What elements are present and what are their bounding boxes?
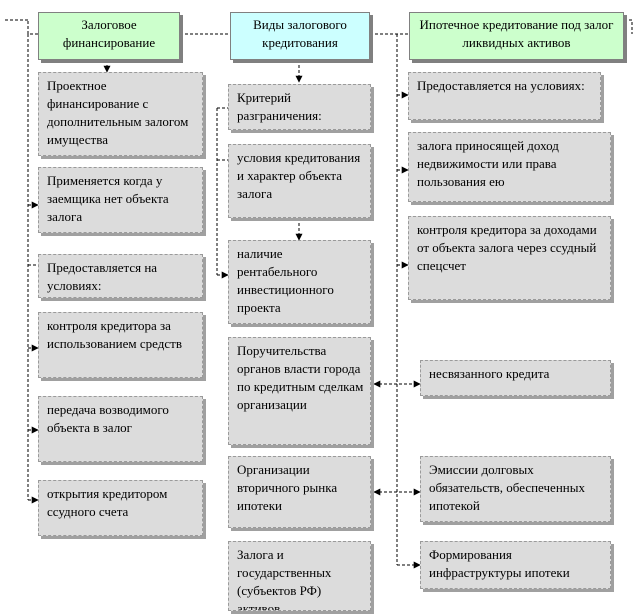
right-item-unbound-credit: несвязанного кредита — [420, 360, 611, 396]
right-item-income-property: залога приносящей доход недвижимости или… — [408, 132, 611, 202]
left-item-conditions: Предоставляется на условиях: — [38, 254, 203, 298]
header-mortgage-liquid-assets-label: Ипотечное кредитование под залог ликвидн… — [419, 17, 614, 50]
center-item-authority-guarantee: Поручительства органов власти города по … — [228, 337, 371, 445]
left-item-no-collateral: Применяется когда у заемщика нет объекта… — [38, 167, 203, 233]
center-item-criterion: Критерий разграничения: — [228, 84, 371, 130]
right-item-debt-emission: Эмиссии долговых обязательств, обеспечен… — [420, 456, 611, 522]
right-item-income-control: контроля кредитора за доходами от объект… — [408, 216, 611, 300]
left-item-creditor-control: контроля кредитора за использованием сре… — [38, 312, 203, 378]
left-item-object-pledge: передача возводимого объекта в залог — [38, 396, 203, 462]
center-item-secondary-market: Организации вторичного рынка ипотеки — [228, 456, 371, 528]
center-item-profitable-project: наличие рентабельного инвестиционного пр… — [228, 240, 371, 324]
header-mortgage-liquid-assets: Ипотечное кредитование под залог ликвидн… — [409, 12, 624, 60]
left-item-loan-account: открытия кредитором ссудного счета — [38, 480, 203, 536]
header-pledge-credit-types-label: Виды залогового кредитования — [253, 17, 347, 50]
center-item-state-assets: Залога и государственных (субъектов РФ) … — [228, 541, 371, 611]
left-item-project-financing: Проектное финансирование с дополнительны… — [38, 72, 203, 156]
header-pledge-financing-label: Залоговое финансирование — [62, 17, 156, 50]
center-item-credit-conditions: условия кредитования и характер объекта … — [228, 144, 371, 218]
header-pledge-credit-types: Виды залогового кредитования — [230, 12, 370, 60]
header-pledge-financing: Залоговое финансирование — [38, 12, 180, 60]
right-item-conditions: Предоставляется на условиях: — [408, 72, 601, 120]
right-item-infrastructure: Формирования инфраструктуры ипотеки — [420, 541, 611, 589]
